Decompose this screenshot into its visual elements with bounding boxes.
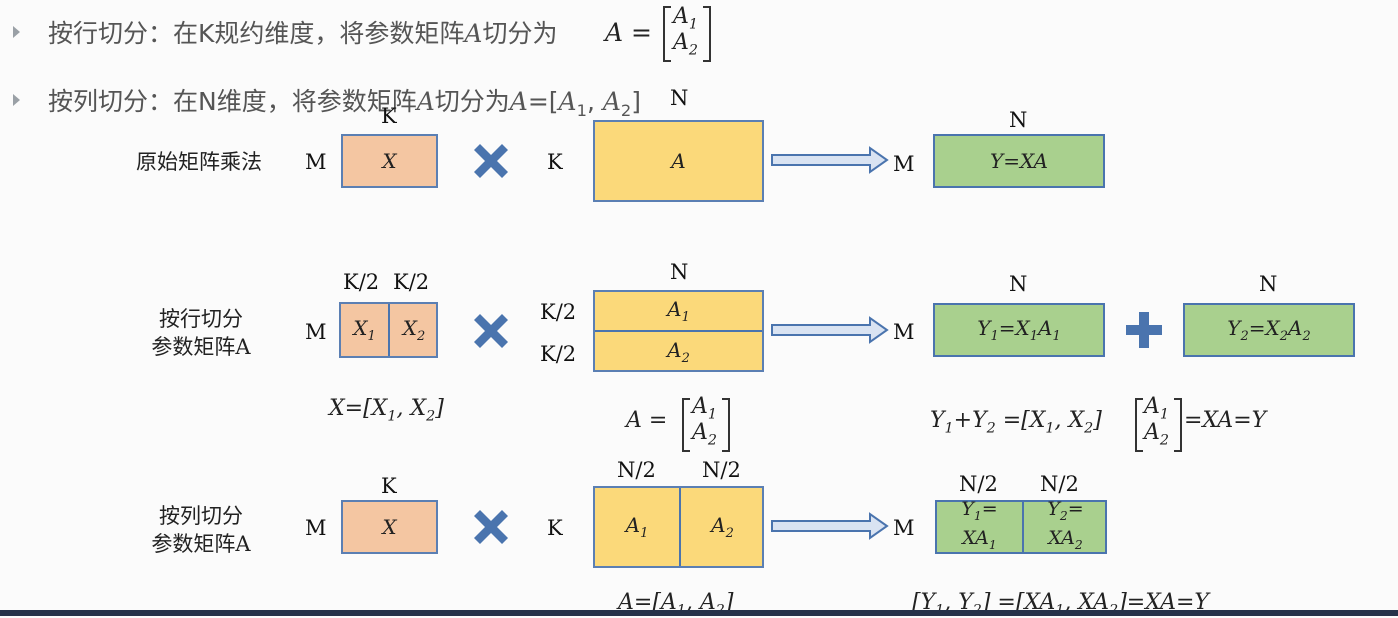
bullet-icon (13, 94, 20, 106)
dim-m: M (893, 320, 915, 344)
eq-x-split: X=[X1, X2] (329, 396, 444, 425)
dim-k-half: K/2 (540, 342, 577, 366)
dim-n-half: N/2 (1040, 472, 1079, 496)
dim-m: M (305, 320, 327, 344)
matrix-x: X (341, 500, 438, 554)
dim-n: N (1259, 272, 1278, 296)
dim-k-half: K/2 (343, 270, 380, 294)
multiply-icon (474, 144, 508, 178)
arrow-right-icon (771, 316, 889, 344)
dim-k-half: K/2 (540, 300, 577, 324)
dim-k: K (547, 150, 563, 174)
matrix-x-split: X1 X2 (339, 302, 438, 358)
matrix-y-col-split: Y1=XA1 Y2=XA2 (935, 498, 1107, 554)
dim-k: K (381, 104, 397, 128)
dim-n: N (670, 260, 689, 284)
matrix-a-col-split: A1 A2 (593, 486, 764, 568)
bullet-icon (13, 26, 20, 38)
dim-n-half: N/2 (959, 472, 998, 496)
matrix-y1: Y1=X1A1 (933, 303, 1105, 357)
row-label-original: 原始矩阵乘法 (136, 150, 262, 174)
matrix-y2: Y2=X2A2 (1183, 303, 1355, 357)
bullet-1-math: A = A1 A2 (605, 4, 715, 64)
dim-n-half: N/2 (702, 458, 741, 482)
row-label-col-split: 按列切分 参数矩阵A (151, 504, 251, 556)
bullet-line-2: 按列切分：在N维度，将参数矩阵A切分为A=[A1, A2] (48, 87, 642, 120)
arrow-right-icon (771, 512, 889, 540)
dim-n: N (1009, 272, 1028, 296)
bullet-line-1: 按行切分：在K规约维度，将参数矩阵A切分为 (48, 19, 558, 48)
plus-icon (1126, 312, 1162, 348)
dim-m: M (893, 152, 915, 176)
matrix-a-row-split: A1 A2 (593, 290, 764, 372)
dim-n-half: N/2 (617, 458, 656, 482)
row-label-row-split: 按行切分 参数矩阵A (151, 307, 251, 359)
eq-y-row-split: Y1+Y2 =[X1, X2] A1 A2 =XA=Y (930, 394, 1266, 454)
dim-k: K (547, 516, 563, 540)
matrix-x: X (341, 134, 438, 188)
eq-a-row-split: A = A1 A2 (626, 394, 736, 454)
dim-n: N (1009, 108, 1028, 132)
matrix-a: A (593, 120, 764, 202)
dim-n: N (670, 86, 689, 110)
bottom-bar (0, 610, 1398, 616)
dim-k: K (381, 474, 397, 498)
dim-m: M (893, 516, 915, 540)
dim-m: M (305, 516, 327, 540)
arrow-right-icon (771, 146, 889, 174)
dim-m: M (305, 150, 327, 174)
multiply-icon (474, 510, 508, 544)
multiply-icon (474, 314, 508, 348)
matrix-y: Y=XA (933, 134, 1105, 188)
dim-k-half: K/2 (393, 270, 430, 294)
